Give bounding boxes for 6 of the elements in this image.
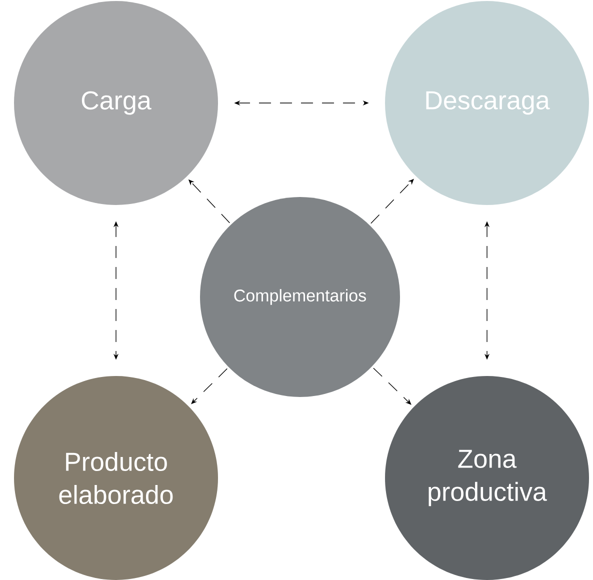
circle-node: Zona productiva: [385, 376, 590, 580]
circle-node: Descaraga: [385, 1, 590, 205]
arrow: [373, 368, 412, 405]
circle-node: Producto elaborado: [14, 376, 218, 580]
circle-node: Carga: [14, 1, 218, 205]
circle-node: Complementarios: [200, 197, 400, 397]
